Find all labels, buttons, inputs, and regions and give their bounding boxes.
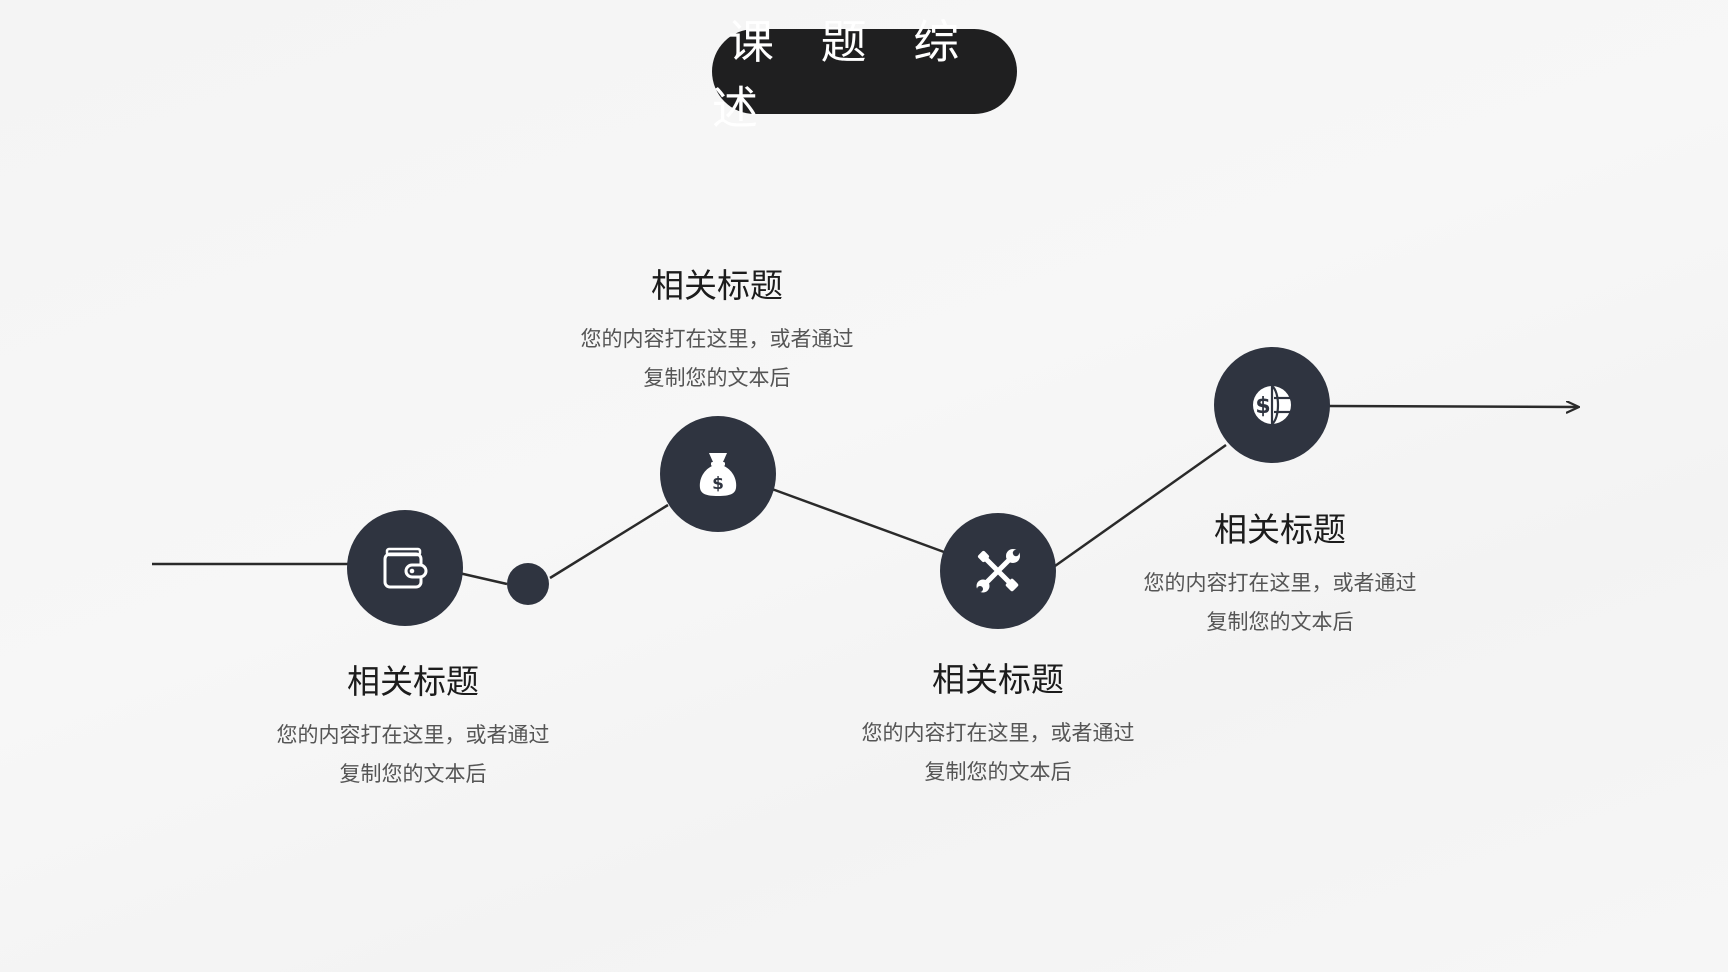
step-3-desc-line1: 您的内容打在这里，或者通过: [861, 721, 1135, 745]
path-segment-1: [458, 571, 508, 586]
wallet-icon: [383, 547, 428, 589]
step-4-desc-line2: 复制您的文本后: [1206, 610, 1354, 634]
step-2-heading: 相关标题: [651, 266, 783, 305]
step-1-text: 相关标题 您的内容打在这里，或者通过 复制您的文本后: [253, 662, 573, 794]
path-segment-2: [549, 503, 669, 580]
step-1-node: [347, 510, 463, 626]
path-dot: [507, 563, 549, 605]
step-2-text: 相关标题 您的内容打在这里，或者通过 复制您的文本后: [557, 266, 877, 398]
money-bag-icon: $: [699, 453, 737, 496]
step-3-heading: 相关标题: [932, 660, 1064, 699]
path-segment-4: [1054, 443, 1227, 568]
step-1-heading: 相关标题: [347, 662, 479, 701]
page-title: 课 题 综 述: [712, 15, 1017, 135]
path-segment-3: [771, 487, 945, 554]
step-1-desc-line1: 您的内容打在这里，或者通过: [276, 723, 550, 747]
svg-text:$: $: [712, 474, 724, 494]
step-3-node: [940, 513, 1056, 629]
step-4-text: 相关标题 您的内容打在这里，或者通过 复制您的文本后: [1120, 510, 1440, 642]
step-4-heading: 相关标题: [1214, 510, 1346, 549]
tools-icon: [976, 549, 1020, 593]
step-3-desc-line2: 复制您的文本后: [924, 760, 1072, 784]
step-1-desc-line2: 复制您的文本后: [339, 762, 487, 786]
step-4-desc-line1: 您的内容打在这里，或者通过: [1143, 571, 1417, 595]
step-2-desc-line2: 复制您的文本后: [643, 366, 791, 390]
step-2-desc-line1: 您的内容打在这里，或者通过: [580, 327, 854, 351]
step-3-text: 相关标题 您的内容打在这里，或者通过 复制您的文本后: [838, 660, 1158, 792]
path-segment-end-arrow: [1327, 406, 1578, 407]
step-4-node: $: [1214, 347, 1330, 463]
svg-text:$: $: [1255, 394, 1270, 419]
step-2-node: $: [660, 416, 776, 532]
globe-dollar-icon: $: [1253, 385, 1291, 425]
